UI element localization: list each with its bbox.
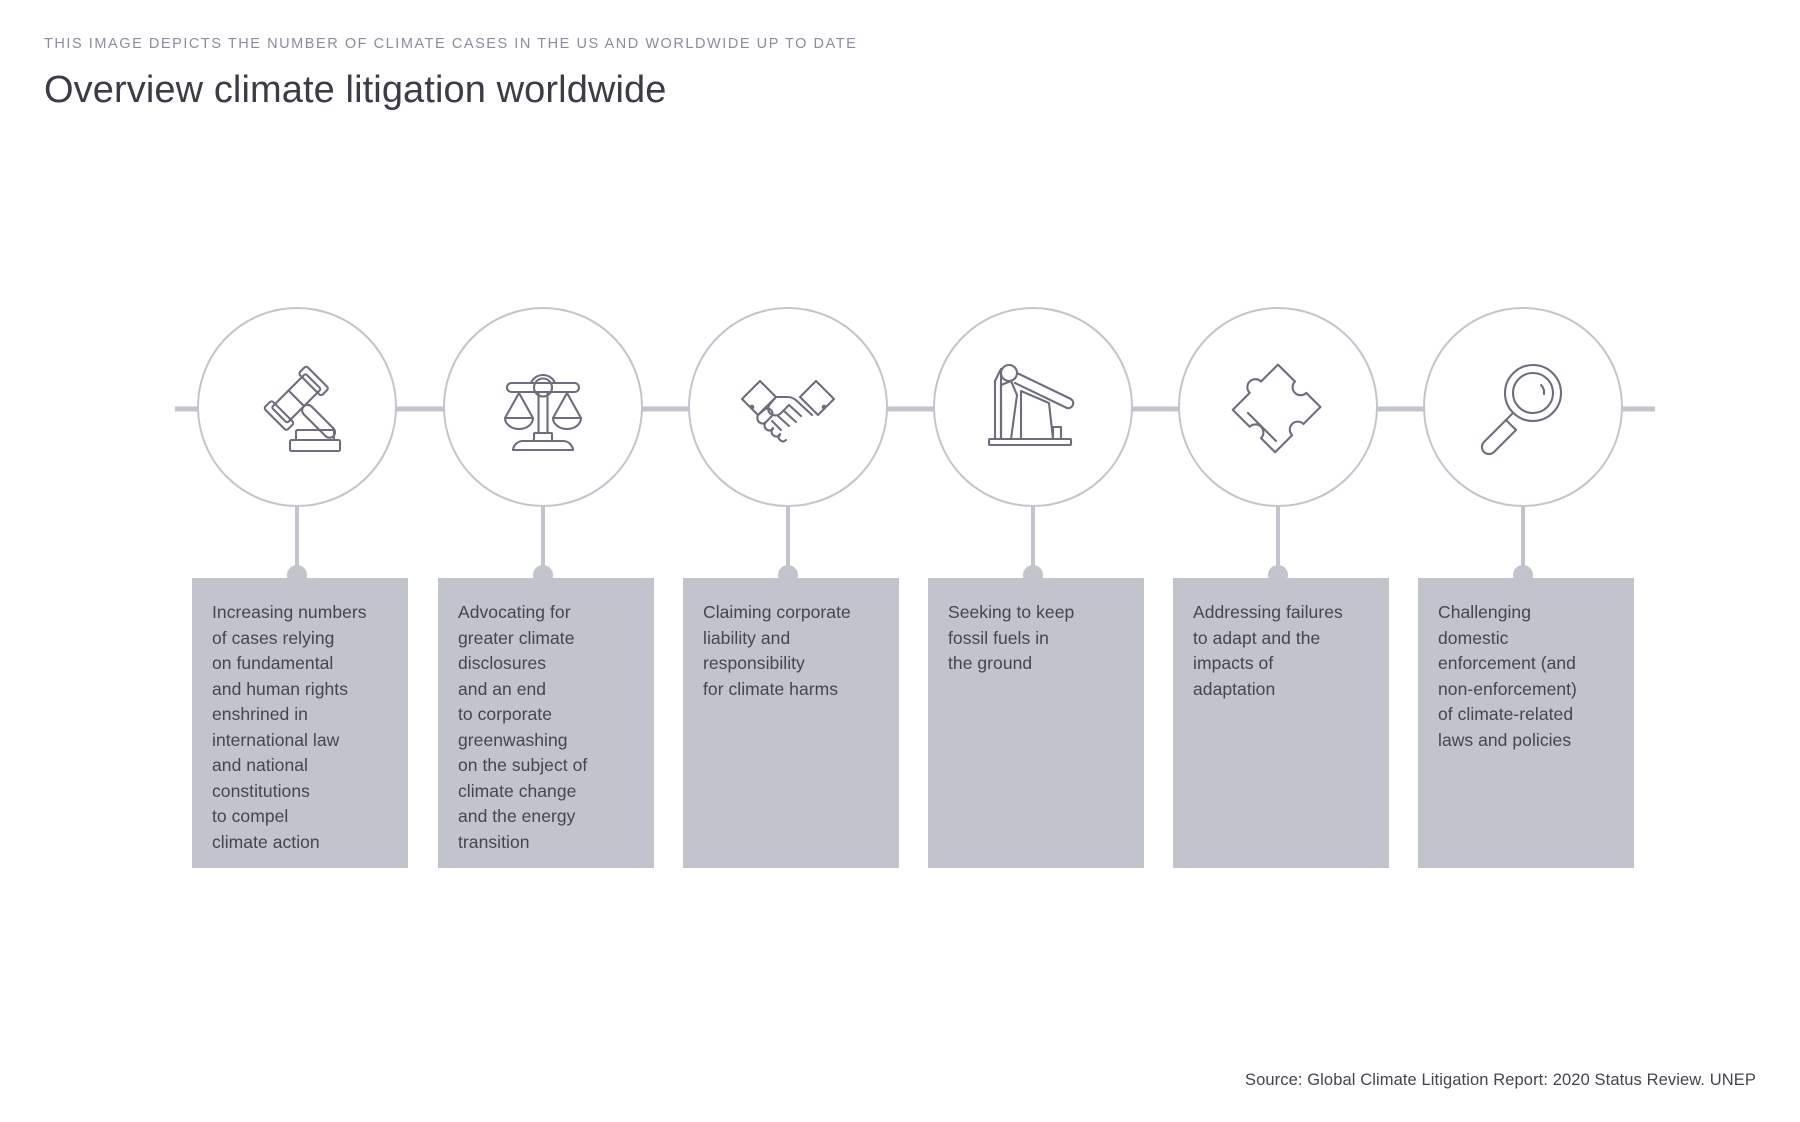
- magnifier-icon: [1471, 355, 1575, 459]
- node-connector-stem-domestic-enforcement: [1521, 505, 1525, 573]
- node-circle-corporate-liability: [688, 307, 888, 507]
- info-card-text-adaptation-failures: Addressing failures to adapt and the imp…: [1193, 602, 1343, 699]
- node-connector-stem-fundamental-rights: [295, 505, 299, 573]
- info-card-corporate-liability: Claiming corporate liability and respons…: [683, 578, 899, 868]
- node-connector-stem-fossil-fuels: [1031, 505, 1035, 573]
- source-note: Source: Global Climate Litigation Report…: [1244, 1071, 1756, 1089]
- info-card-text-climate-disclosures: Advocating for greater climate disclosur…: [458, 602, 588, 852]
- info-card-text-fossil-fuels: Seeking to keep fossil fuels in the grou…: [948, 602, 1075, 673]
- info-card-text-corporate-liability: Claiming corporate liability and respons…: [703, 602, 851, 699]
- node-connector-stem-corporate-liability: [786, 505, 790, 573]
- node-circle-adaptation-failures: [1178, 307, 1378, 507]
- eyebrow-text: THIS IMAGE DEPICTS THE NUMBER OF CLIMATE…: [44, 36, 858, 52]
- timeline-node-fossil-fuels: [933, 307, 1137, 585]
- oil-pumpjack-icon: [981, 355, 1085, 459]
- header: THIS IMAGE DEPICTS THE NUMBER OF CLIMATE…: [44, 36, 1544, 113]
- timeline-node-adaptation-failures: [1178, 307, 1382, 585]
- info-card-domestic-enforcement: Challenging domestic enforcement (and no…: [1418, 578, 1634, 868]
- info-card-text-domestic-enforcement: Challenging domestic enforcement (and no…: [1438, 602, 1577, 750]
- info-card-adaptation-failures: Addressing failures to adapt and the imp…: [1173, 578, 1389, 868]
- timeline-node-climate-disclosures: [443, 307, 647, 585]
- gavel-icon: [245, 355, 349, 459]
- info-card-fossil-fuels: Seeking to keep fossil fuels in the grou…: [928, 578, 1144, 868]
- scales-icon: [491, 355, 595, 459]
- node-circle-fossil-fuels: [933, 307, 1133, 507]
- page-title: Overview climate litigation worldwide: [44, 69, 667, 112]
- timeline-node-fundamental-rights: [197, 307, 401, 585]
- node-connector-stem-adaptation-failures: [1276, 505, 1280, 573]
- node-circle-climate-disclosures: [443, 307, 643, 507]
- node-circle-domestic-enforcement: [1423, 307, 1623, 507]
- info-card-text-fundamental-rights: Increasing numbers of cases relying on f…: [212, 602, 367, 852]
- puzzle-piece-icon: [1226, 355, 1330, 459]
- timeline-node-domestic-enforcement: [1423, 307, 1627, 585]
- timeline-node-corporate-liability: [688, 307, 892, 585]
- node-circle-fundamental-rights: [197, 307, 397, 507]
- node-connector-stem-climate-disclosures: [541, 505, 545, 573]
- handshake-icon: [736, 355, 840, 459]
- info-card-fundamental-rights: Increasing numbers of cases relying on f…: [192, 578, 408, 868]
- info-card-climate-disclosures: Advocating for greater climate disclosur…: [438, 578, 654, 868]
